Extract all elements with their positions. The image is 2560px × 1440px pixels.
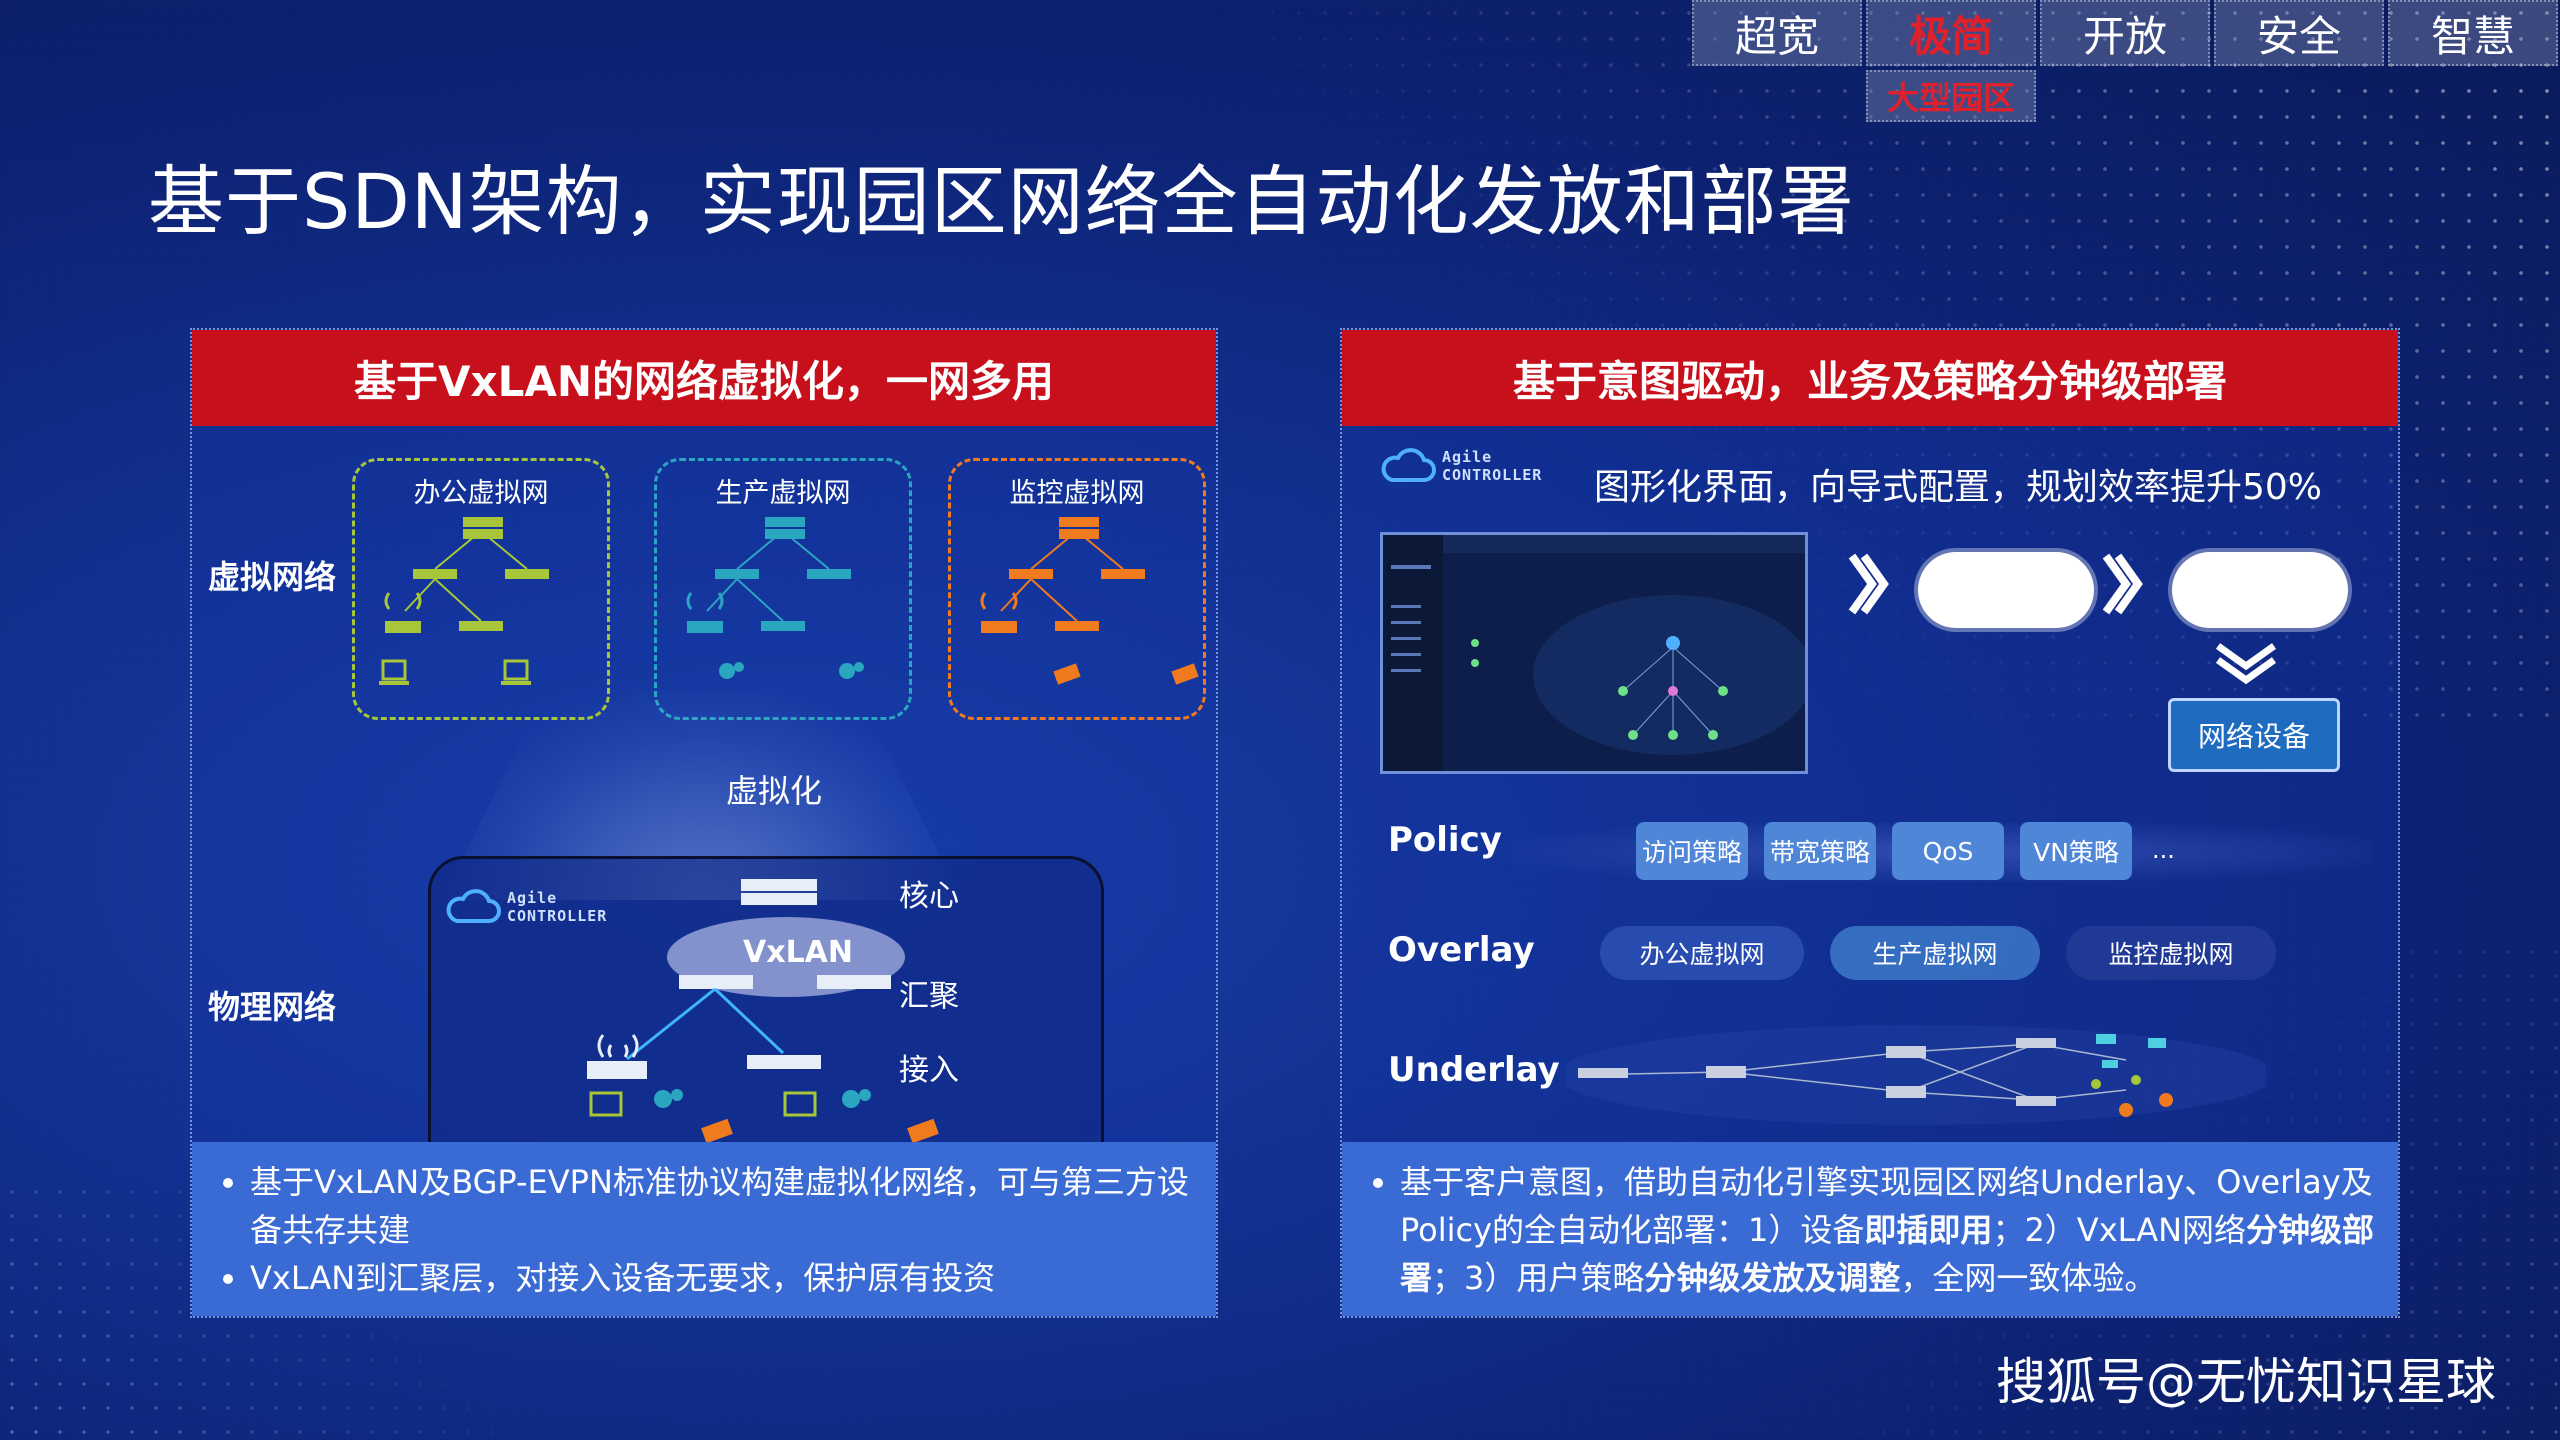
chip-bandwidth-policy: 带宽策略 bbox=[1764, 822, 1876, 880]
logo-line-2: CONTROLLER bbox=[1442, 466, 1543, 484]
overlay-monitoring-vnet: 监控虚拟网 bbox=[2066, 926, 2276, 980]
underlay-topology-icon bbox=[1566, 1025, 2266, 1125]
right-panel-notes: 基于客户意图，借助自动化引擎实现园区网络Underlay、Overlay及Pol… bbox=[1342, 1142, 2398, 1316]
overlay-label: Overlay bbox=[1388, 930, 1535, 970]
underlay-label: Underlay bbox=[1388, 1050, 1560, 1090]
right-panel-header: 基于意图驱动，业务及策略分钟级部署 bbox=[1342, 330, 2398, 426]
chip-vn-policy: VN策略 bbox=[2020, 822, 2132, 880]
overlay-office-vnet: 办公虚拟网 bbox=[1600, 926, 1804, 980]
production-vnet-box: 生产虚拟网 bbox=[654, 458, 912, 720]
virtual-network-label: 虚拟网络 bbox=[208, 558, 337, 596]
production-vnet-topology-icon bbox=[686, 517, 864, 679]
tab-simplified[interactable]: 极简 bbox=[1866, 0, 2036, 66]
policy-band: 访问策略 带宽策略 QoS VN策略 ... bbox=[1512, 822, 2372, 882]
core-label: 核心 bbox=[899, 879, 959, 914]
left-panel: 基于VxLAN的网络虚拟化，一网多用 虚拟网络 物理网络 办公虚拟网 生产虚拟网 bbox=[190, 328, 1218, 1318]
page-title: 基于SDN架构，实现园区网络全自动化发放和部署 bbox=[148, 157, 1855, 246]
policy-more: ... bbox=[2152, 836, 2175, 864]
chip-access-policy: 访问策略 bbox=[1636, 822, 1748, 880]
office-vnet-title: 办公虚拟网 bbox=[413, 478, 549, 509]
office-vnet-box: 办公虚拟网 bbox=[352, 458, 610, 720]
subtab-large-campus[interactable]: 大型园区 bbox=[1866, 70, 2036, 122]
cloud-logo-icon bbox=[446, 889, 501, 923]
logo-line-1: Agile bbox=[507, 889, 558, 907]
overlay-production-vnet: 生产虚拟网 bbox=[1830, 926, 2040, 980]
flow-step-blank-1 bbox=[1918, 552, 2094, 628]
left-panel-notes: 基于VxLAN及BGP-EVPN标准协议构建虚拟化网络，可与第三方设备共存共建 … bbox=[192, 1142, 1216, 1316]
aggregation-label: 汇聚 bbox=[899, 979, 959, 1014]
tab-open[interactable]: 开放 bbox=[2040, 0, 2210, 66]
intent-description: 图形化界面，向导式配置，规划效率提升50% bbox=[1594, 467, 2323, 508]
access-label: 接入 bbox=[899, 1053, 959, 1088]
tab-intelligence[interactable]: 智慧 bbox=[2388, 0, 2558, 66]
monitoring-vnet-box: 监控虚拟网 bbox=[948, 458, 1206, 720]
left-panel-header: 基于VxLAN的网络虚拟化，一网多用 bbox=[192, 330, 1216, 426]
monitoring-vnet-title: 监控虚拟网 bbox=[1009, 478, 1145, 509]
controller-dashboard-screenshot bbox=[1380, 532, 1808, 774]
dashboard-preview-image bbox=[1383, 535, 1805, 771]
tab-ultra-broadband[interactable]: 超宽 bbox=[1692, 0, 1862, 66]
physical-network-label: 物理网络 bbox=[208, 988, 337, 1026]
left-note-1: 基于VxLAN及BGP-EVPN标准协议构建虚拟化网络，可与第三方设备共存共建 bbox=[250, 1158, 1196, 1254]
office-vnet-topology-icon bbox=[379, 517, 549, 685]
flow-step-blank-2 bbox=[2172, 552, 2348, 628]
physical-topology-icon bbox=[587, 879, 939, 1144]
top-tabs: 超宽 极简 开放 安全 智慧 bbox=[1692, 0, 2560, 66]
cloud-logo-icon bbox=[1381, 448, 1436, 482]
right-note-1: 基于客户意图，借助自动化引擎实现园区网络Underlay、Overlay及Pol… bbox=[1400, 1158, 2378, 1302]
virtualization-label: 虚拟化 bbox=[726, 772, 823, 810]
monitoring-vnet-topology-icon bbox=[980, 517, 1199, 685]
policy-label: Policy bbox=[1388, 820, 1502, 860]
source-watermark: 搜狐号@无忧知识星球 bbox=[1996, 1353, 2496, 1411]
logo-line-1: Agile bbox=[1442, 448, 1493, 466]
flow-arrows-icon bbox=[1848, 553, 2277, 685]
network-device-box: 网络设备 bbox=[2168, 698, 2340, 772]
logo-line-2: CONTROLLER bbox=[507, 907, 608, 925]
production-vnet-title: 生产虚拟网 bbox=[715, 478, 851, 509]
left-note-2: VxLAN到汇聚层，对接入设备无要求，保护原有投资 bbox=[250, 1254, 1196, 1302]
tab-security[interactable]: 安全 bbox=[2214, 0, 2384, 66]
vxlan-label: VxLAN bbox=[743, 935, 854, 970]
chip-qos: QoS bbox=[1892, 822, 2004, 880]
